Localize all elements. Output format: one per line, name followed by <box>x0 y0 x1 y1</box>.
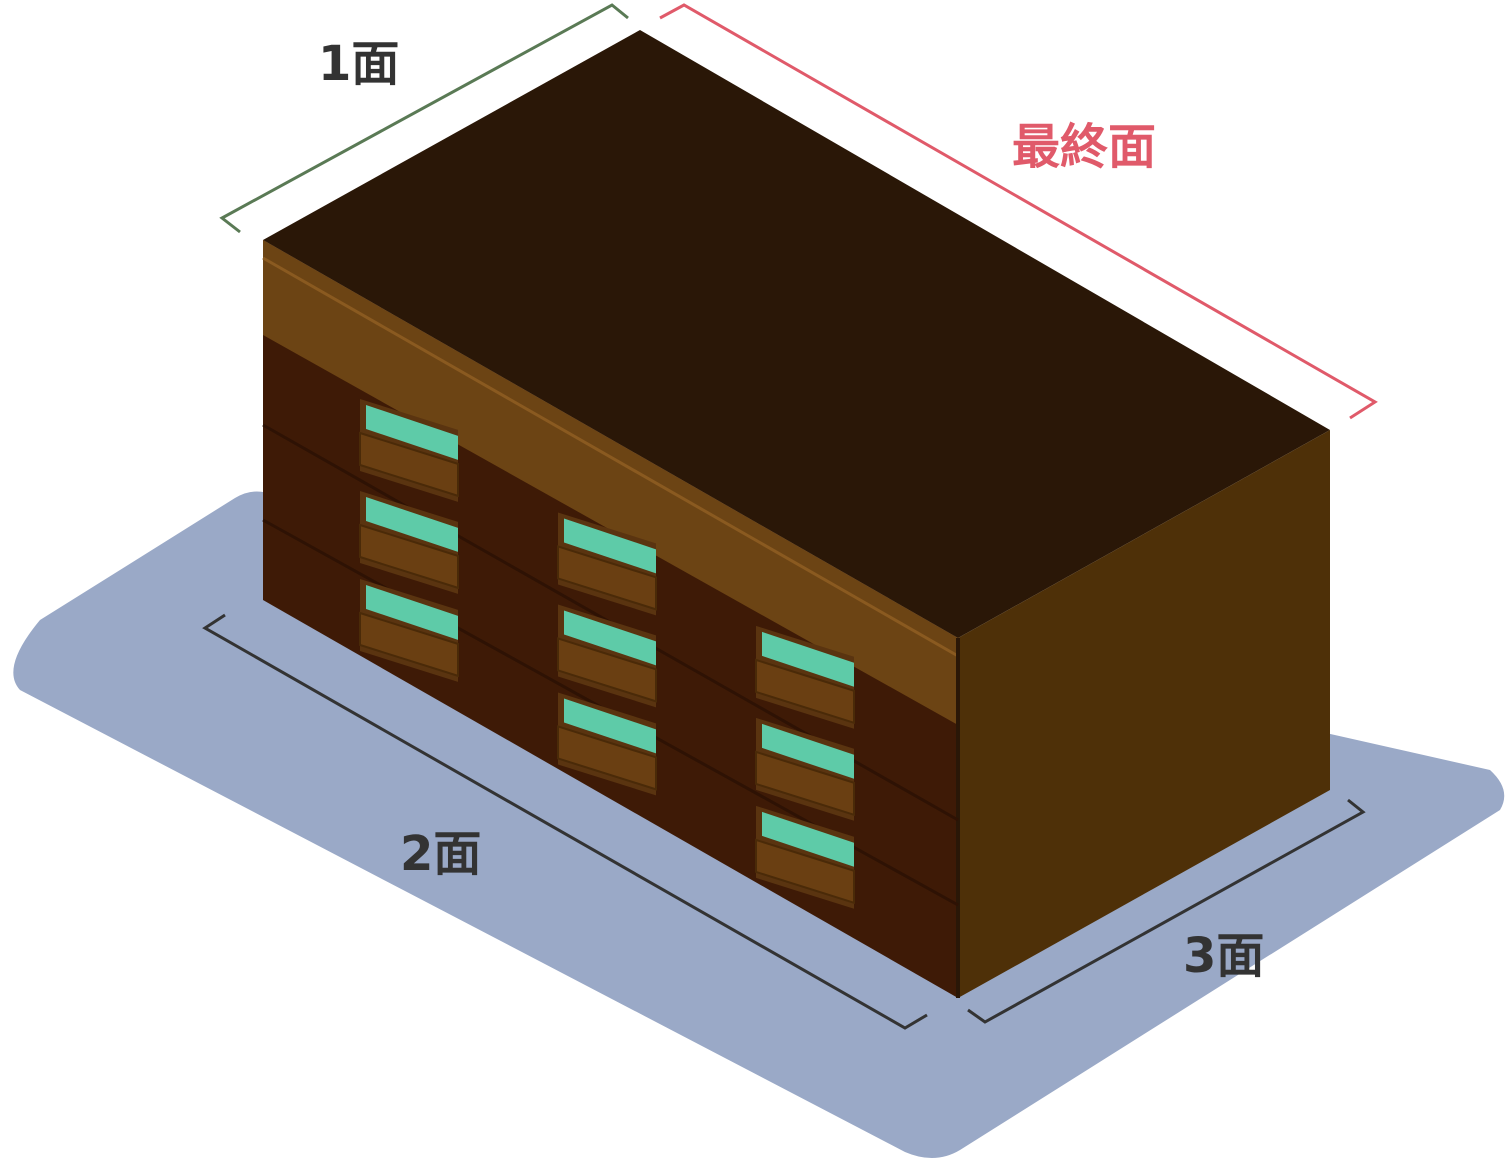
label-face2: 2面 <box>400 826 481 882</box>
window-ledge <box>557 637 657 703</box>
window-glass <box>366 497 458 552</box>
window-ledge <box>755 838 855 905</box>
bracket-final-face <box>659 3 1378 420</box>
front-cornice <box>263 240 958 725</box>
window-glass <box>564 698 656 754</box>
bracket-face1 <box>219 3 629 234</box>
window-bays <box>359 399 855 909</box>
window-ledge <box>755 658 855 725</box>
bracket-face2 <box>202 613 928 1030</box>
window-glass <box>564 518 656 574</box>
roof <box>263 30 1330 638</box>
label-face1: 1面 <box>318 36 399 92</box>
window-glass <box>366 585 458 640</box>
window-glass <box>762 631 854 687</box>
window-ledge <box>557 725 657 791</box>
cornice-edge-line <box>262 256 959 658</box>
side-wall <box>958 430 1330 998</box>
bracket-face3 <box>967 798 1366 1024</box>
window-ledge <box>359 611 459 678</box>
window-glass <box>366 405 458 460</box>
label-face3: 3面 <box>1183 928 1264 984</box>
window-glass <box>762 811 854 867</box>
window-ledge <box>359 431 459 498</box>
window-ledge <box>359 523 459 590</box>
window-ledge <box>557 545 657 611</box>
window-ledge <box>755 750 855 817</box>
window-glass <box>762 723 854 779</box>
window-glass <box>564 610 656 666</box>
label-final-face: 最終面 <box>1012 119 1156 175</box>
